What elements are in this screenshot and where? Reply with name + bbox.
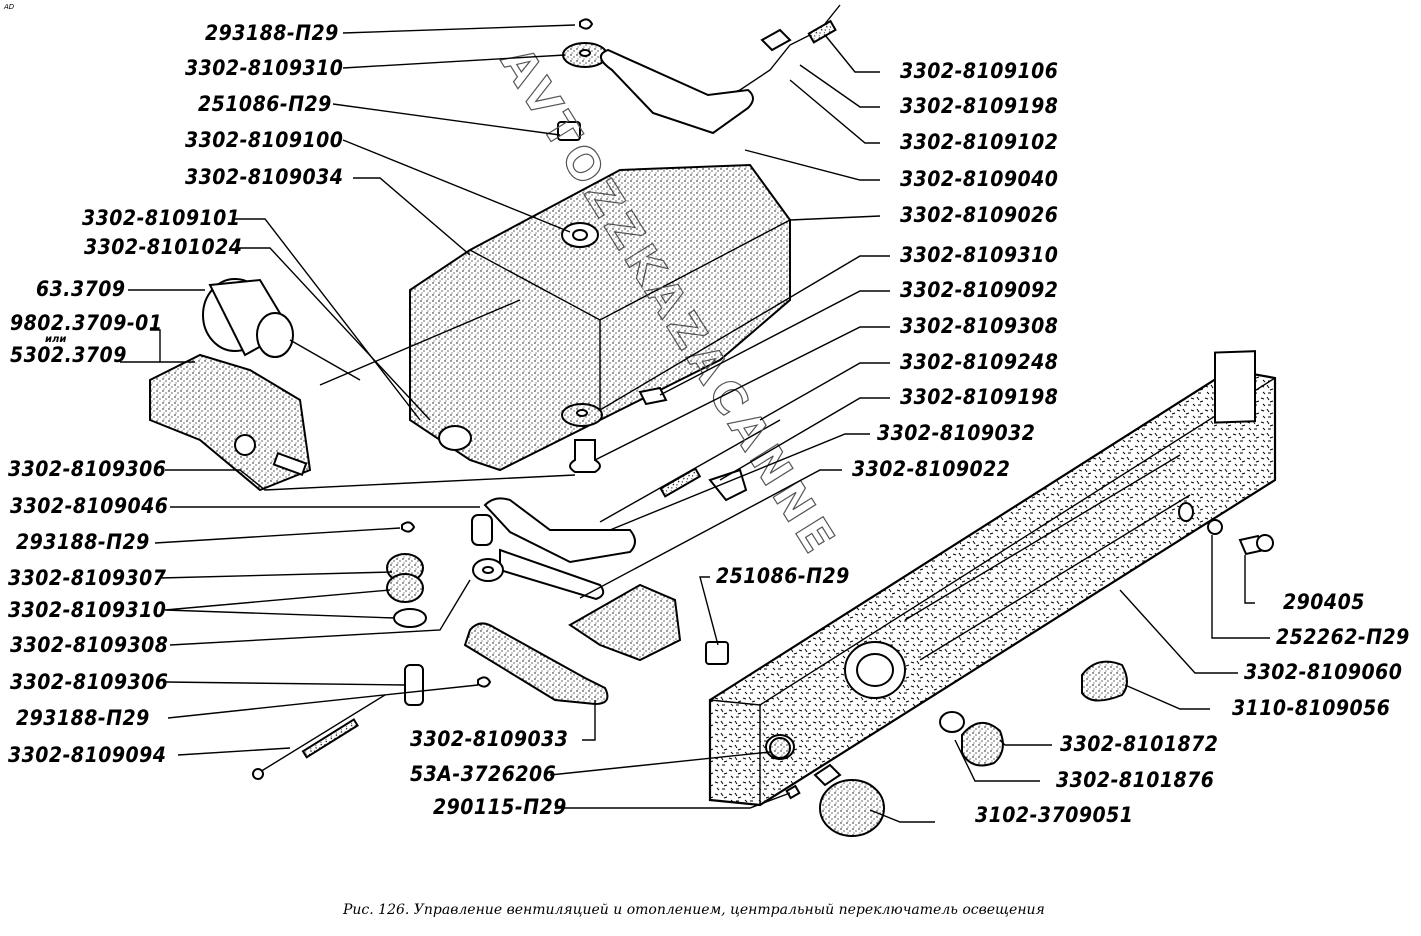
corner-mark: AD <box>3 3 15 11</box>
part-rod-101 <box>319 299 521 386</box>
labels-center: 251086-П29 3302-8109033 53А-3726206 2901… <box>410 564 850 819</box>
part-nut-top <box>557 121 581 141</box>
labels-left: 293188-П29 3302-8109310 251086-П29 3302-… <box>8 21 343 767</box>
part-label: 3302-8101024 <box>84 235 242 259</box>
part-label: 290405 <box>1283 590 1365 614</box>
part-cable-bracket <box>760 28 792 52</box>
part-link-022 <box>499 548 605 601</box>
figure-caption: Рис. 126. Управление вентиляцией и отопл… <box>342 902 1045 918</box>
part-label: 293188-П29 <box>16 530 150 554</box>
part-front-panel-060 <box>708 350 1277 807</box>
part-label: 3302-8109198 <box>900 385 1058 409</box>
part-label: 3302-8109248 <box>900 350 1058 374</box>
part-pin-306 <box>404 664 424 706</box>
part-label: 252262-П29 <box>1276 625 1410 649</box>
part-motor-63-3709 <box>202 278 361 381</box>
part-label: 3302-8109060 <box>1244 660 1402 684</box>
parts <box>149 4 1277 837</box>
part-clip-low <box>477 676 492 688</box>
part-ring-876 <box>939 711 965 733</box>
part-label: 3110-8109056 <box>1232 696 1390 720</box>
part-lever-046 <box>483 497 636 564</box>
part-clip-top <box>579 18 594 30</box>
part-plate-bracket <box>568 583 682 662</box>
part-clip-mid <box>401 521 416 533</box>
part-label: 3302-8109094 <box>8 743 166 767</box>
part-label: 251086-П29 <box>716 564 850 588</box>
part-label: 293188-П29 <box>205 21 339 45</box>
part-knob-872 <box>961 722 1004 767</box>
part-label: 3302-8109034 <box>185 165 343 189</box>
part-label: 3302-8109032 <box>877 421 1035 445</box>
part-label: 290115-П29 <box>433 795 567 819</box>
part-label: 3302-8109100 <box>185 128 343 152</box>
part-label: 3302-8109106 <box>900 59 1058 83</box>
part-label: 3302-8109040 <box>900 167 1058 191</box>
part-label: 3302-8109307 <box>8 566 167 590</box>
part-label: 53А-3726206 <box>410 762 556 786</box>
part-lever-040 <box>600 48 754 135</box>
part-clip-248 <box>638 386 668 406</box>
part-label: 3302-8101876 <box>1056 768 1214 792</box>
part-label: 3302-8109308 <box>10 633 168 657</box>
part-label: 3302-8109101 <box>82 206 240 230</box>
part-label: 3302-8101872 <box>1060 732 1218 756</box>
part-label: 3302-8109306 <box>8 457 166 481</box>
part-nut-center <box>705 641 729 665</box>
part-label: 3302-8109026 <box>900 203 1058 227</box>
part-label: 3302-8109102 <box>900 130 1058 154</box>
part-set-screw <box>785 784 801 800</box>
part-label: 3302-8109310 <box>185 56 343 80</box>
part-bulb-holder <box>769 737 791 759</box>
part-washer-308 <box>393 608 427 628</box>
part-label: 3302-8109308 <box>900 314 1058 338</box>
part-label: 63.3709 <box>36 277 126 301</box>
part-label: 3302-8109092 <box>900 278 1058 302</box>
labels-right: 3302-8109106 3302-8109198 3302-8109102 3… <box>852 59 1410 827</box>
part-central-switch <box>149 353 312 492</box>
part-label-or: или <box>45 334 66 345</box>
part-spool <box>386 553 424 603</box>
part-pin-307 <box>471 514 493 546</box>
part-cable-top <box>709 4 841 101</box>
part-lever-033 <box>463 622 609 706</box>
part-label: 3302-8109310 <box>8 598 166 622</box>
part-pin-308 <box>569 439 601 473</box>
leader-lines <box>120 24 1270 823</box>
part-label: 3302-8109198 <box>900 94 1058 118</box>
part-bracket-032 <box>708 468 748 502</box>
part-knob-3102 <box>813 763 885 837</box>
part-cable-sleeve <box>807 19 837 44</box>
part-spring-094 <box>254 694 386 776</box>
part-label: 3102-3709051 <box>975 803 1133 827</box>
part-knob-screw <box>438 425 472 451</box>
part-label: 3302-8109046 <box>10 494 168 518</box>
part-label: 3302-8109022 <box>852 457 1010 481</box>
part-label: 251086-П29 <box>198 92 332 116</box>
part-knob-056 <box>1081 660 1128 702</box>
part-label: 3302-8109033 <box>410 727 568 751</box>
part-label: 293188-П29 <box>16 706 150 730</box>
part-label: 3302-8109306 <box>10 670 168 694</box>
part-label: 5302.3709 <box>10 343 127 367</box>
part-label: 9802.3709-01 <box>10 311 162 335</box>
part-label: 3302-8109310 <box>900 243 1058 267</box>
part-lock-washer <box>1207 519 1223 535</box>
